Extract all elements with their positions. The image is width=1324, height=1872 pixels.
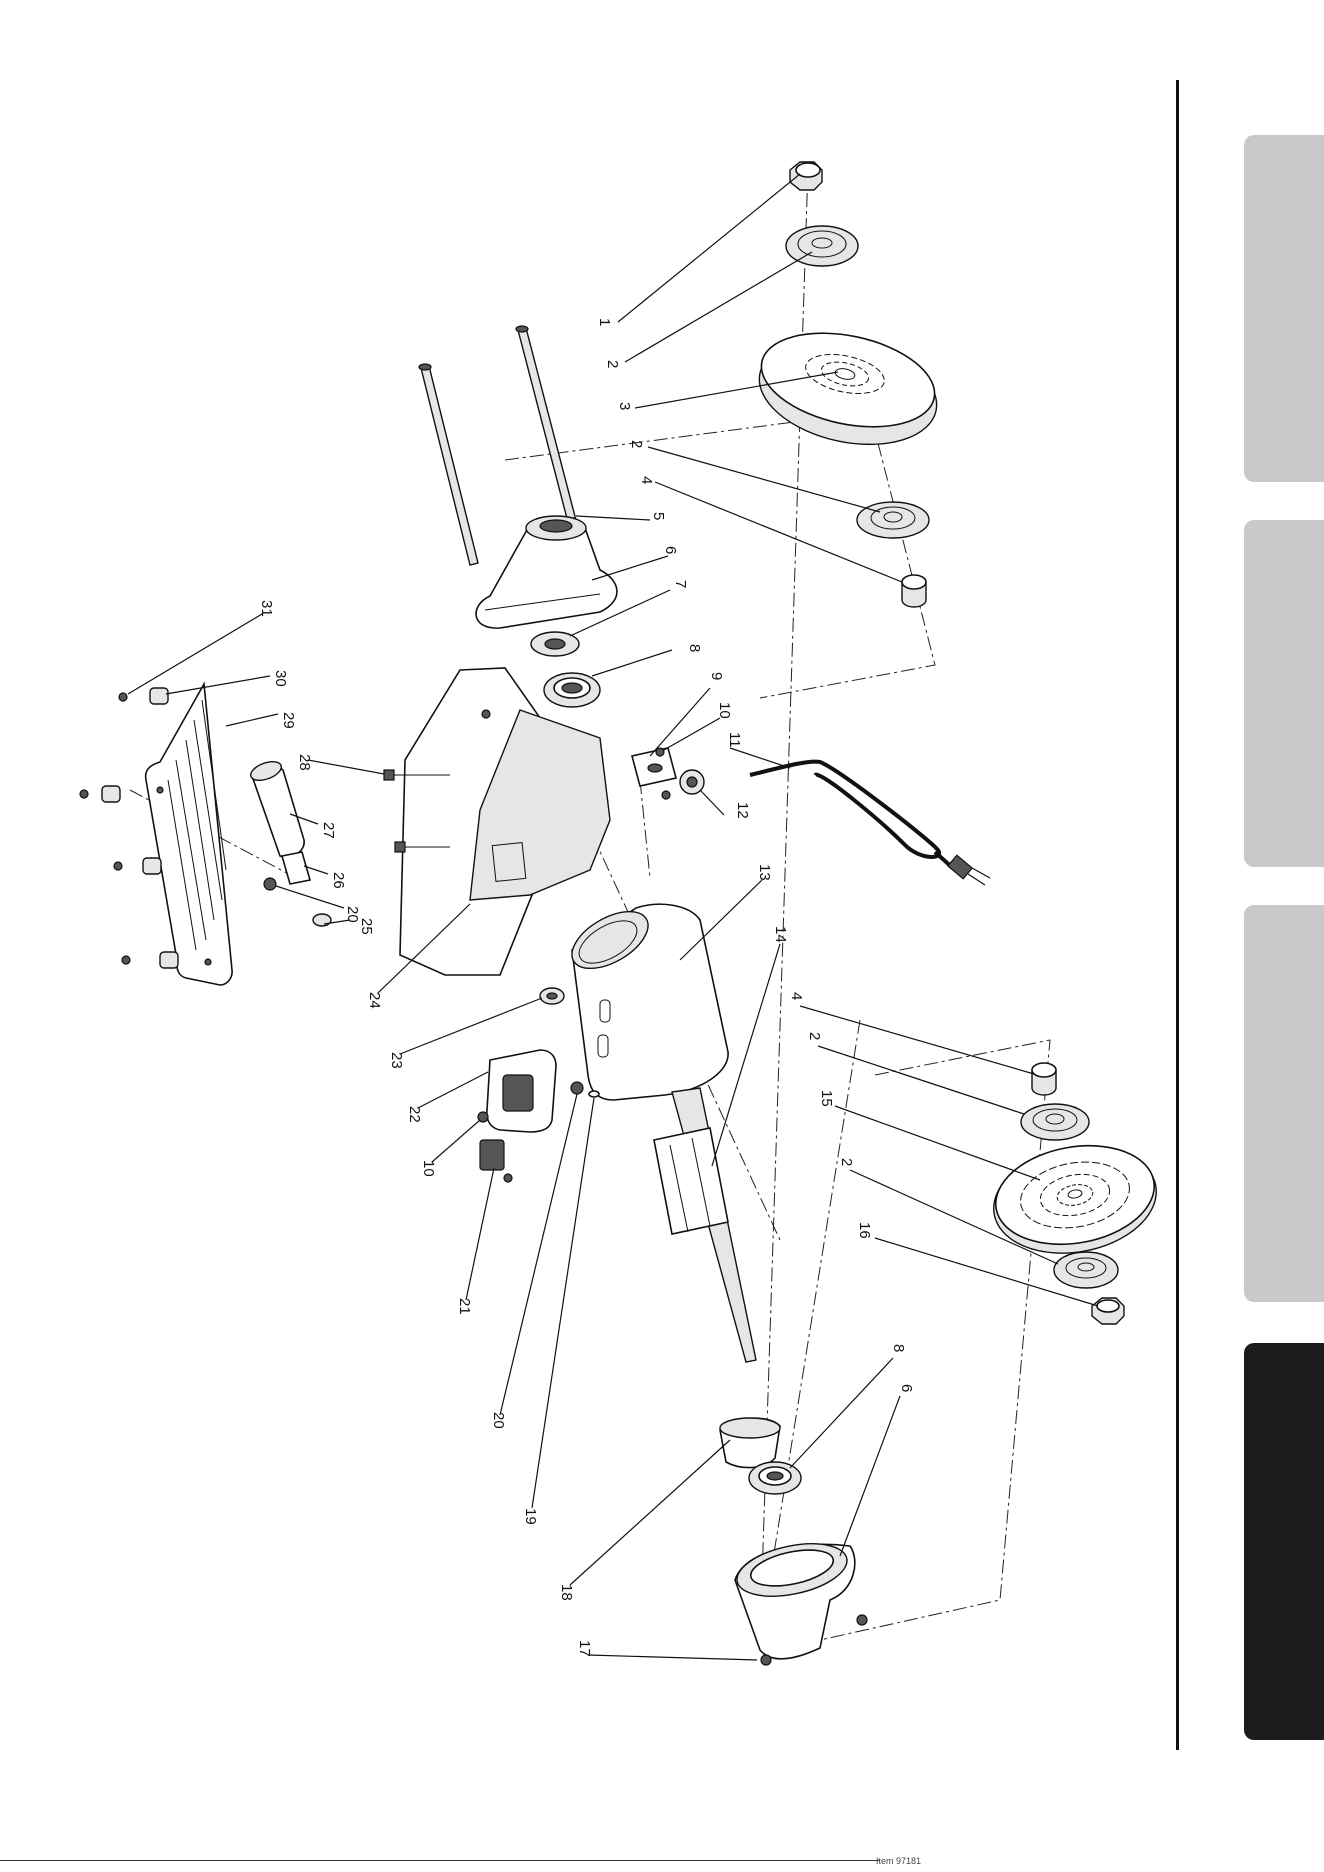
callout-6b: 6	[898, 1384, 915, 1392]
callout-30: 30	[272, 670, 289, 687]
part-11-power-cord	[750, 762, 990, 885]
callout-28: 28	[296, 754, 313, 771]
part-18-end-cover	[720, 1418, 780, 1468]
callout-2d: 2	[838, 1158, 855, 1166]
part-20-nut-left	[264, 878, 276, 890]
part-13-motor-housing	[563, 900, 728, 1100]
part-8-bearing-upper	[544, 673, 600, 707]
part-26-bracket	[282, 852, 310, 884]
callout-20b: 20	[344, 906, 361, 923]
callout-23: 23	[388, 1052, 405, 1069]
callout-15: 15	[818, 1090, 835, 1107]
callout-13: 13	[756, 864, 773, 881]
footer-item-number: Item 97181	[876, 1856, 921, 1866]
callout-10b: 10	[420, 1160, 437, 1177]
callout-7: 7	[672, 580, 689, 588]
part-14-rotor-shaft	[654, 1088, 756, 1362]
part-29-bottom-plate	[146, 684, 232, 985]
part-6-housing-upper	[476, 516, 617, 628]
callout-11: 11	[726, 732, 743, 748]
callout-10: 10	[716, 702, 733, 719]
callout-18: 18	[558, 1584, 575, 1601]
callout-5: 5	[650, 512, 667, 520]
callout-8b: 8	[890, 1344, 907, 1352]
part-1-nut	[790, 162, 822, 190]
callout-14: 14	[772, 926, 789, 943]
part-6-housing-lower	[732, 1535, 855, 1659]
part-21-switch	[480, 1140, 504, 1170]
part-25-nut	[313, 914, 331, 926]
callout-8: 8	[686, 644, 703, 652]
callout-6: 6	[662, 546, 679, 554]
callout-3: 3	[616, 402, 633, 410]
part-4-spacer-upper	[902, 575, 926, 607]
part-2-flange-lower-b	[1054, 1252, 1118, 1288]
part-31-screws	[80, 693, 130, 964]
part-24-base	[400, 668, 610, 975]
part-20-nut	[571, 1082, 583, 1094]
callout-2b: 2	[628, 440, 645, 448]
callout-4: 4	[638, 476, 655, 484]
part-19-washer	[589, 1091, 599, 1097]
callout-21: 21	[456, 1298, 473, 1315]
part-8-bearing-lower	[749, 1462, 801, 1494]
part-2-flange-lower-a	[1021, 1104, 1089, 1140]
callout-1: 1	[596, 318, 613, 326]
callout-26: 26	[330, 872, 347, 889]
callout-31: 31	[258, 600, 275, 617]
callout-22: 22	[406, 1106, 423, 1123]
part-9-cord-plate	[632, 748, 676, 786]
part-4-spacer-lower	[1032, 1063, 1056, 1095]
part-16-nut	[1092, 1298, 1124, 1324]
callout-2c: 2	[806, 1032, 823, 1040]
callout-24: 24	[366, 992, 383, 1009]
callout-16: 16	[856, 1222, 873, 1239]
callout-4b: 4	[788, 992, 805, 1000]
footer-rule	[0, 1860, 880, 1861]
part-2-flange-middle	[857, 502, 929, 538]
callout-27: 27	[320, 822, 337, 839]
part-23-grommet	[540, 988, 564, 1004]
callout-17: 17	[576, 1640, 593, 1657]
part-2-flange-upper	[786, 226, 858, 266]
callout-20: 20	[490, 1412, 507, 1429]
callout-9: 9	[708, 672, 725, 680]
part-15-grinding-disc-lower	[985, 1134, 1165, 1266]
part-27-capacitor	[248, 758, 304, 857]
callout-29: 29	[280, 712, 297, 729]
callout-12: 12	[734, 802, 751, 819]
callout-19: 19	[522, 1508, 539, 1525]
part-3-grinding-disc-upper	[750, 319, 947, 460]
part-22-switch-plate	[487, 1050, 556, 1132]
callout-2: 2	[604, 360, 621, 368]
